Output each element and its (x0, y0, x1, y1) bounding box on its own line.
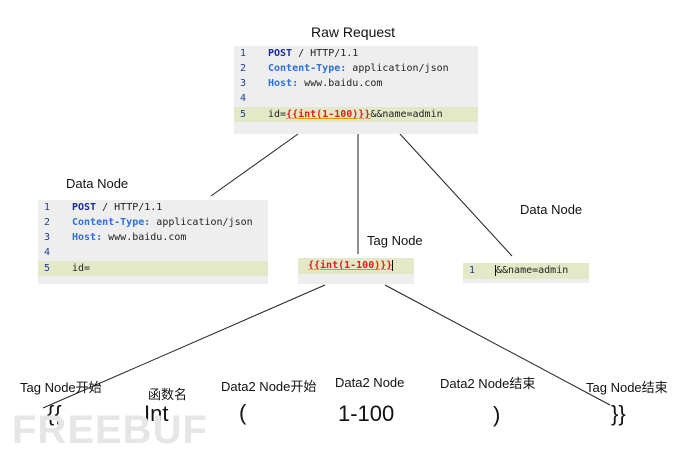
watermark-logo: FREEBUF (12, 408, 208, 452)
code-line: 3 Host: www.baidu.com (38, 230, 268, 245)
line-number: 1 (44, 202, 51, 213)
edge-tag-to-open-braces (42, 284, 326, 409)
header-value: application/json (346, 63, 449, 74)
header-key: Host: (72, 232, 103, 243)
symbol-range: 1-100 (338, 401, 395, 426)
header-key: Content-Type: (72, 217, 151, 228)
line-number: 2 (44, 217, 51, 228)
body-prefix: id= (268, 109, 287, 120)
line-number: 4 (44, 247, 51, 258)
text-cursor: ​ (392, 260, 394, 271)
header-key: Content-Type: (268, 63, 347, 74)
code-line: 2 Content-Type: application/json (234, 61, 478, 76)
body-text: id= (72, 263, 91, 274)
line-number: 3 (240, 78, 247, 89)
data-node-right-title: Data Node (520, 202, 583, 217)
tag-node-code-block: {{int(1-100)}}​ (298, 258, 414, 284)
header-key: Host: (268, 78, 299, 89)
symbol-close-braces: }} (611, 401, 626, 426)
code-line-highlighted: {{int(1-100)}}​ (298, 258, 414, 274)
line-number: 3 (44, 232, 51, 243)
raw-request-title: Raw Request (311, 24, 396, 40)
tag-node-title: Tag Node (367, 233, 423, 248)
part-label-data2-node-end: Data2 Node结束 (440, 376, 536, 391)
line-number: 4 (240, 93, 247, 104)
header-value: www.baidu.com (102, 232, 187, 243)
http-method: POST (268, 48, 293, 59)
part-label-data2-node-start: Data2 Node开始 (221, 379, 317, 394)
data-node-left-title: Data Node (66, 176, 129, 191)
code-line-highlighted: 1 ​&&name=admin (463, 263, 589, 279)
symbol-close-paren: ) (493, 402, 501, 427)
code-line: 3 Host: www.baidu.com (234, 76, 478, 91)
part-label-data2-node: Data2 Node (335, 375, 405, 390)
symbol-function-name: Int (144, 401, 169, 426)
part-label-tag-node-start: Tag Node开始 (20, 380, 102, 395)
data-node-left-code-block: 1 POST / HTTP/1.1 2 Content-Type: applic… (38, 200, 268, 284)
code-line: 1 POST / HTTP/1.1 (38, 200, 268, 215)
raw-request-code-block: 1 POST / HTTP/1.1 2 Content-Type: applic… (234, 46, 478, 134)
http-method: POST (72, 202, 97, 213)
header-value: www.baidu.com (298, 78, 383, 89)
line-number: 5 (44, 263, 51, 274)
body-suffix: &&name=admin (370, 109, 443, 120)
part-label-function-name: 函数名 (148, 387, 188, 402)
part-label-tag-node-end: Tag Node结束 (586, 380, 668, 395)
line-number: 2 (240, 63, 247, 74)
template-tag: {{int(1-100)}} (308, 260, 393, 271)
code-line: 4 (234, 91, 478, 106)
edge-raw-to-data-left (210, 133, 299, 197)
code-line: 4 (38, 245, 268, 260)
code-line: 2 Content-Type: application/json (38, 215, 268, 230)
line-number: 5 (240, 109, 247, 120)
header-value: application/json (150, 217, 253, 228)
template-tag: {{int(1-100)}} (286, 109, 371, 120)
body-text: &&name=admin (496, 265, 569, 276)
edge-tag-to-close-braces (384, 284, 611, 406)
symbol-open-braces: {{ (47, 401, 62, 426)
code-line: 1 POST / HTTP/1.1 (234, 46, 478, 61)
edge-raw-to-data-right (399, 133, 513, 257)
code-line-highlighted: 5 id={{int(1-100)}}&&name=admin (234, 107, 478, 122)
code-line-highlighted: 5 id= (38, 261, 268, 276)
data-node-right-code-block: 1 ​&&name=admin (463, 263, 589, 283)
line-number: 1 (469, 265, 476, 276)
line-number: 1 (240, 48, 247, 59)
request-line-rest: / HTTP/1.1 (292, 48, 359, 59)
symbol-open-paren: ( (239, 400, 247, 425)
request-line-rest: / HTTP/1.1 (96, 202, 163, 213)
